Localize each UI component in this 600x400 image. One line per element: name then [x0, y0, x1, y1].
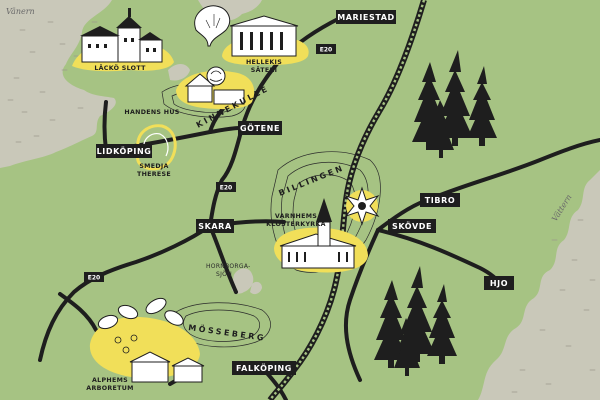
- varnhem-illustration: [274, 186, 380, 273]
- lake-label-hornborgasjon-2: SJÖN: [216, 271, 232, 278]
- town-label-skara: SKARA: [198, 222, 232, 231]
- poi-label-smedja-1: SMEDJA: [139, 163, 168, 170]
- road-shield-e20-south: E20: [84, 272, 104, 282]
- poi-label-varnhem-2: KLOSTERKYRKA: [266, 221, 326, 228]
- town-label-lidkoping: LIDKÖPING: [97, 146, 152, 156]
- town-gotene: GÖTENE: [238, 121, 282, 135]
- ridge-label-mosseberg: MÖSSEBERG: [188, 322, 267, 343]
- town-lidkoping: LIDKÖPING: [96, 144, 152, 158]
- poi-label-hellekis-2: SÄTERI: [251, 65, 278, 74]
- road-shield-e20-north: E20: [316, 44, 336, 54]
- road-skovde-falkoping: [343, 228, 380, 382]
- road-skara-south: [208, 224, 238, 294]
- road-west-branch: [58, 292, 98, 332]
- lake-vattern: [478, 170, 600, 400]
- poi-label-handens-hus: HANDENS HUS: [124, 109, 179, 116]
- town-falkoping: FALKÖPING: [232, 361, 296, 375]
- town-skara: SKARA: [196, 219, 234, 233]
- lake-label-hornborgasjon-1: HORNBORGA-: [206, 263, 251, 270]
- town-label-skovde: SKÖVDE: [392, 221, 432, 231]
- poi-label-lacko-slott: LÄCKÖ SLOTT: [94, 63, 146, 72]
- poi-label-alphems-2: ARBORETUM: [86, 385, 133, 392]
- lake-label-vattern: Vättern: [550, 193, 574, 223]
- town-skovde: SKÖVDE: [388, 219, 436, 233]
- ridge-label-billingen: BILLINGEN: [277, 163, 345, 198]
- town-tibro: TIBRO: [420, 193, 460, 207]
- town-hjo: HJO: [484, 276, 514, 290]
- alphems-arboretum-illustration: [89, 297, 205, 383]
- poi-label-smedja-2: THERESE: [137, 171, 171, 178]
- poi-label-varnhem-1: VARNHEMS: [275, 213, 317, 220]
- water-texture: [7, 21, 596, 393]
- handens-hus-illustration: [176, 66, 255, 110]
- town-label-falkoping: FALKÖPING: [236, 363, 292, 373]
- lacko-slott-illustration: [72, 8, 174, 72]
- town-label-gotene: GÖTENE: [240, 123, 280, 133]
- smedja-therese-illustration: [136, 124, 177, 171]
- poi-label-alphems-1: ALPHEMS: [92, 377, 128, 384]
- hellekis-sateri-illustration: [194, 5, 309, 65]
- forest-north: [412, 50, 497, 158]
- road-tibro-east: [426, 138, 600, 202]
- town-label-hjo: HJO: [490, 279, 508, 288]
- poi-label-hellekis-1: HELLEKIS: [246, 59, 282, 66]
- road-skovde-hjo: [376, 228, 504, 288]
- lake-hornborgasjon: [231, 268, 262, 295]
- town-label-mariestad: MARIESTAD: [337, 13, 395, 22]
- lake-label-vanern: Vänern: [6, 7, 35, 16]
- road-label-e20-north: E20: [320, 47, 332, 54]
- road-label-e20-mid: E20: [220, 185, 232, 192]
- town-mariestad: MARIESTAD: [336, 10, 396, 24]
- road-shield-e20-mid: E20: [216, 182, 236, 192]
- forest-south: [374, 266, 457, 376]
- road-lidkoping-north: [102, 100, 108, 152]
- road-label-e20-south: E20: [88, 275, 100, 282]
- town-label-tibro: TIBRO: [425, 196, 456, 205]
